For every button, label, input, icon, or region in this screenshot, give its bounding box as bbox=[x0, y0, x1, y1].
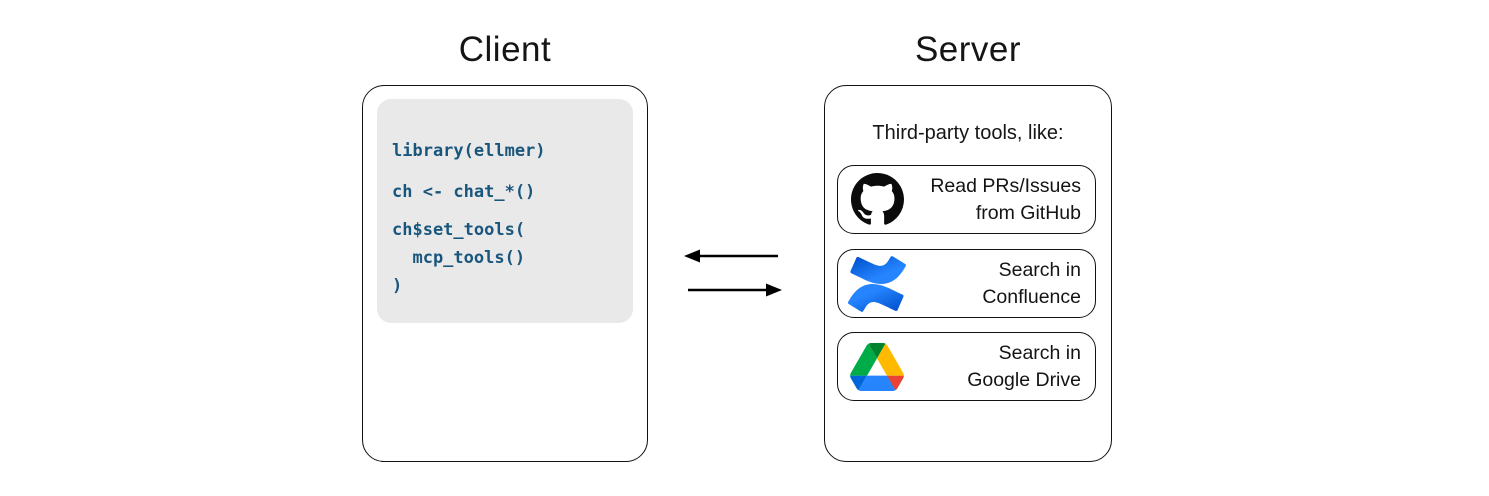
arrow-left-icon bbox=[684, 249, 778, 263]
server-title: Server bbox=[914, 30, 1022, 69]
server-box: Third-party tools, like: Read PRs/Issues… bbox=[824, 85, 1112, 462]
server-subtitle: Third-party tools, like: bbox=[872, 122, 1064, 144]
tool-card-label-line: Google Drive bbox=[967, 368, 1081, 391]
client-box: library(ellmer) ch <- chat_*() ch$set_to… bbox=[362, 85, 648, 462]
code-line: ch <- chat_*() bbox=[392, 182, 536, 202]
code-line: ) bbox=[392, 276, 403, 296]
tool-card-label-line: Search in bbox=[998, 258, 1081, 281]
tool-card-label-line: Confluence bbox=[982, 285, 1081, 308]
tool-card-label: Search in Google Drive bbox=[908, 340, 1095, 394]
google-drive-icon bbox=[846, 342, 908, 391]
confluence-icon bbox=[846, 255, 908, 312]
client-title: Client bbox=[458, 30, 552, 69]
tool-card-label: Search in Confluence bbox=[908, 257, 1095, 311]
code-line: library(ellmer) bbox=[392, 141, 546, 161]
code-line: ch$set_tools( bbox=[392, 220, 526, 240]
tool-card-label: Read PRs/Issues from GitHub bbox=[908, 173, 1095, 227]
code-block: library(ellmer) ch <- chat_*() ch$set_to… bbox=[377, 99, 633, 323]
tool-card-google-drive: Search in Google Drive bbox=[837, 332, 1096, 401]
tool-card-label-line: from GitHub bbox=[975, 201, 1081, 224]
client-server-arrows bbox=[684, 249, 782, 297]
tool-card-label-line: Read PRs/Issues bbox=[930, 174, 1081, 197]
tool-card-confluence: Search in Confluence bbox=[837, 249, 1096, 318]
code-line: mcp_tools() bbox=[392, 248, 526, 268]
tool-card-label-line: Search in bbox=[998, 341, 1081, 364]
github-icon bbox=[846, 173, 908, 226]
arrow-right-icon bbox=[688, 283, 782, 297]
tool-card-github: Read PRs/Issues from GitHub bbox=[837, 165, 1096, 234]
